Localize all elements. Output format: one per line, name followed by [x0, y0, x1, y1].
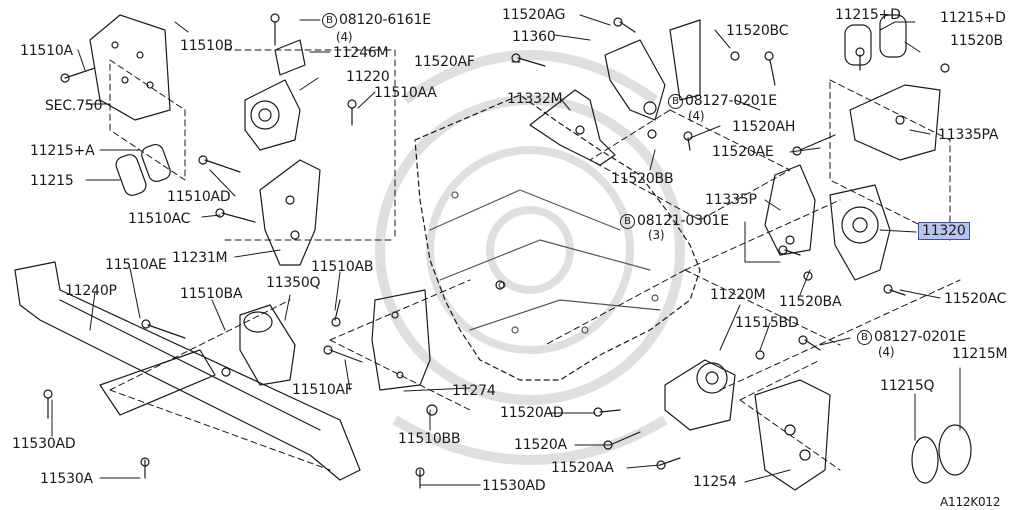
part-label-11350Q[interactable]: 11350Q [266, 275, 321, 291]
part-label-11510B[interactable]: 11510B [180, 38, 233, 54]
part-label-11246M[interactable]: 11246M [333, 45, 389, 61]
part-label-11520AA[interactable]: 11520AA [551, 460, 614, 476]
bracket-11274 [371, 289, 431, 391]
emblem-watermark [375, 50, 685, 465]
mount-11220M [664, 359, 736, 431]
part-label-11530A[interactable]: 11530A [40, 471, 93, 487]
part-label-11510BB[interactable]: 11510BB [398, 431, 461, 447]
part-label-11510AD[interactable]: 11510AD [167, 189, 231, 205]
insulator-11215M-11215Q [911, 424, 972, 484]
part-label-11360[interactable]: 11360 [512, 29, 556, 45]
part-qty-08127a: (4) [688, 109, 705, 123]
part-label-11240P[interactable]: 11240P [65, 283, 117, 299]
mount-11350Q [239, 304, 296, 386]
part-label-11510AE[interactable]: 11510AE [105, 257, 167, 273]
part-label-11215Q[interactable]: 11215Q [880, 378, 935, 394]
part-label-11520AE[interactable]: 11520AE [712, 144, 774, 160]
engine-block-detail [429, 189, 661, 334]
part-label-11520AC[interactable]: 11520AC [944, 291, 1007, 307]
engine-block-outline [414, 94, 701, 381]
part-qty-08127b: (4) [878, 345, 895, 359]
part-label-11520BC[interactable]: 11520BC [726, 23, 789, 39]
bracket-11231M [259, 159, 321, 266]
part-label-11520AD[interactable]: 11520AD [500, 405, 564, 421]
section-label-sec750[interactable]: SEC.750 [45, 98, 103, 114]
leader-lines [51, 14, 961, 486]
part-label-11520A[interactable]: 11520A [514, 437, 567, 453]
part-label-11510AC[interactable]: 11510AC [128, 211, 191, 227]
bracket-11335PA [849, 84, 941, 161]
part-label-11520AH[interactable]: 11520AH [732, 119, 796, 135]
part-label-11335P[interactable]: 11335P [705, 192, 757, 208]
insulator-11215-left [115, 143, 171, 196]
bracket-11335P [764, 164, 816, 256]
part-label-11332M[interactable]: 11332M [507, 91, 563, 107]
part-label-11510AB[interactable]: 11510AB [311, 259, 374, 275]
part-number-08127b: 08127-0201E [874, 329, 966, 345]
bolts-and-nuts [43, 13, 950, 489]
part-qty-08121: (3) [648, 228, 665, 242]
part-number-08120: 08120-6161E [339, 12, 431, 28]
bolt-b-marker: B [620, 214, 635, 229]
part-label-11520AF[interactable]: 11520AF [414, 54, 475, 70]
bracket-sec750 [89, 14, 171, 121]
part-label-11510BA[interactable]: 11510BA [180, 286, 243, 302]
part-qty-08120: (4) [336, 30, 353, 44]
part-label-11220M[interactable]: 11220M [710, 287, 766, 303]
part-label-11220[interactable]: 11220 [346, 69, 390, 85]
bracket-11360 [604, 19, 701, 121]
part-label-11530AD-bottom[interactable]: 11530AD [482, 478, 546, 494]
part-label-11215M[interactable]: 11215M [952, 346, 1008, 362]
part-label-11520AG[interactable]: 11520AG [502, 7, 566, 23]
part-label-11215[interactable]: 11215 [30, 173, 74, 189]
part-label-11274[interactable]: 11274 [452, 383, 496, 399]
part-label-11231M[interactable]: 11231M [172, 250, 228, 266]
part-label-11510AF[interactable]: 11510AF [292, 382, 353, 398]
part-label-11520BA[interactable]: 11520BA [779, 294, 842, 310]
part-label-11520B[interactable]: 11520B [950, 33, 1003, 49]
insulator-11215D [844, 14, 907, 66]
part-number-08127a: 08127-0201E [685, 93, 777, 109]
part-number-08121: 08121-0301E [637, 213, 729, 229]
bolt-b-marker: B [668, 94, 683, 109]
part-label-11215D-right[interactable]: 11215+D [940, 10, 1006, 26]
part-label-11215A[interactable]: 11215+A [30, 143, 95, 159]
part-label-11520BB[interactable]: 11520BB [611, 171, 674, 187]
bolt-b-marker: B [857, 330, 872, 345]
bracket-11254 [754, 379, 831, 491]
bolt-b-marker: B [322, 13, 337, 28]
crossmember-11240P [14, 261, 361, 481]
part-label-11515BD[interactable]: 11515BD [735, 315, 799, 331]
bracket-11332M [529, 89, 616, 166]
part-label-11510AA[interactable]: 11510AA [374, 85, 437, 101]
part-label-11510A[interactable]: 11510A [20, 43, 73, 59]
part-label-11254[interactable]: 11254 [693, 474, 737, 490]
figure-code: A112K012 [940, 495, 1001, 509]
part-label-11335PA[interactable]: 11335PA [938, 127, 999, 143]
mount-11220 [244, 39, 306, 151]
part-label-11320-highlighted[interactable]: 11320 [918, 222, 970, 240]
mount-11320 [829, 184, 891, 281]
part-label-11215D-left[interactable]: 11215+D [835, 7, 901, 23]
part-label-11530AD-left[interactable]: 11530AD [12, 436, 76, 452]
